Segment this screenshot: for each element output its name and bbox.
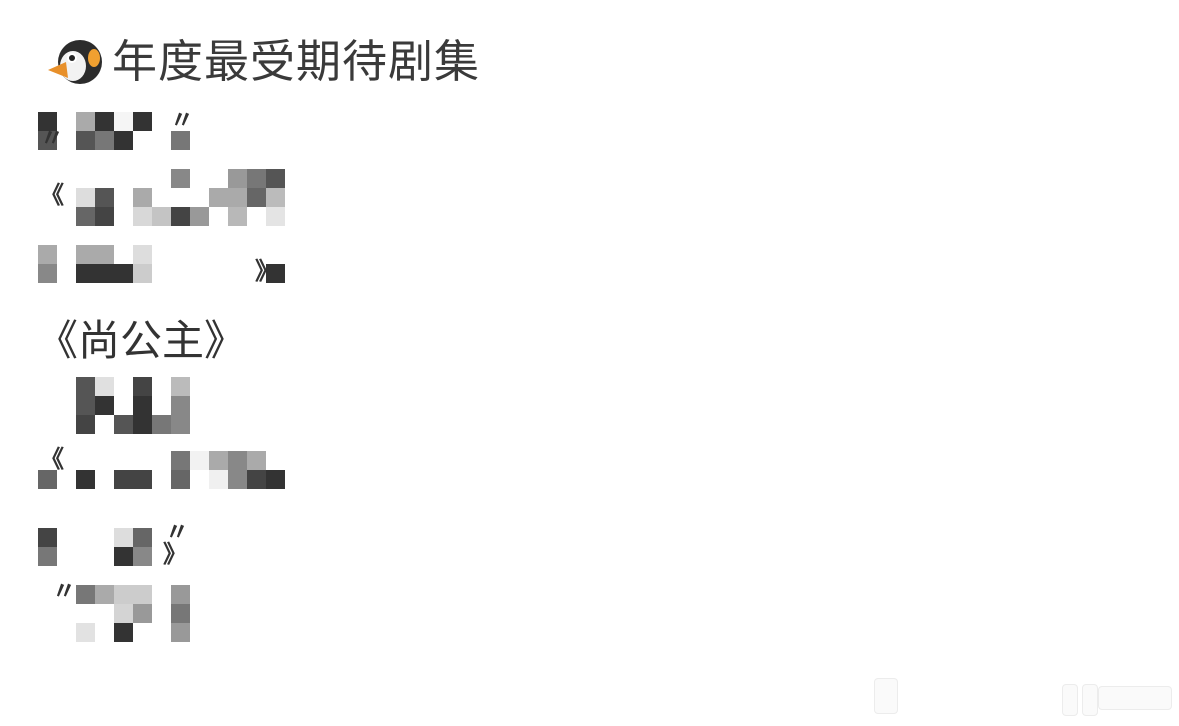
note-title: 年度最受期待剧集	[46, 34, 480, 90]
mosaic-tile	[171, 585, 190, 604]
mosaic-tile	[247, 470, 266, 489]
list-item-visible: 《尚公主》	[36, 316, 247, 365]
mosaic-tile	[76, 245, 95, 264]
mosaic-tile	[266, 169, 285, 188]
mosaic-tile	[266, 470, 285, 489]
mosaic-tile	[76, 396, 95, 415]
mosaic-tile	[114, 415, 133, 434]
mosaic-tile	[133, 585, 152, 604]
mosaic-tile	[152, 207, 171, 226]
mosaic-tile	[76, 112, 95, 131]
mosaic-tile	[171, 451, 190, 470]
title-text: 年度最受期待剧集	[112, 35, 481, 88]
mosaic-tile	[114, 131, 133, 150]
mosaic-tile	[247, 451, 266, 470]
mosaic-tile	[209, 451, 228, 470]
mosaic-tile	[133, 604, 152, 623]
mosaic-tile	[95, 112, 114, 131]
mosaic-tile	[133, 415, 152, 434]
mosaic-tile	[38, 528, 57, 547]
mosaic-tile	[38, 245, 57, 264]
mosaic-tile	[171, 377, 190, 396]
mosaic-tile	[171, 604, 190, 623]
mosaic-tile	[76, 207, 95, 226]
mosaic-tile	[228, 470, 247, 489]
mosaic-tile	[209, 188, 228, 207]
mosaic-tile	[38, 264, 57, 283]
mosaic-tile	[76, 623, 95, 642]
quote-mark: 〃	[170, 106, 194, 134]
mosaic-tile	[95, 264, 114, 283]
mosaic-tile	[133, 547, 152, 566]
mosaic-tile	[247, 169, 266, 188]
mosaic-tile	[266, 207, 285, 226]
mosaic-tile	[228, 169, 247, 188]
mosaic-tile	[95, 245, 114, 264]
quote-mark: 》	[163, 540, 187, 568]
mosaic-tile	[38, 112, 57, 131]
mosaic-tile	[76, 131, 95, 150]
mosaic-tile	[190, 451, 209, 470]
mosaic-tile	[190, 207, 209, 226]
penguin-icon	[46, 36, 104, 88]
mosaic-tile	[171, 169, 190, 188]
mosaic-tile	[133, 264, 152, 283]
mosaic-tile	[228, 207, 247, 226]
mosaic-tile	[95, 396, 114, 415]
quote-mark: 《	[40, 181, 64, 209]
mosaic-tile	[95, 585, 114, 604]
mosaic-tile	[133, 377, 152, 396]
mosaic-tile	[76, 377, 95, 396]
mosaic-tile	[95, 188, 114, 207]
mosaic-tile	[133, 470, 152, 489]
mosaic-tile	[114, 585, 133, 604]
mosaic-tile	[171, 623, 190, 642]
mosaic-tile	[76, 470, 95, 489]
mosaic-tile	[247, 188, 266, 207]
mosaic-tile	[76, 585, 95, 604]
mosaic-tile	[114, 528, 133, 547]
mosaic-tile	[209, 470, 228, 489]
mosaic-tile	[266, 188, 285, 207]
mosaic-tile	[171, 396, 190, 415]
mosaic-tile	[114, 470, 133, 489]
mosaic-tile	[95, 131, 114, 150]
mosaic-tile	[76, 188, 95, 207]
mosaic-tile	[114, 264, 133, 283]
mosaic-tile	[266, 264, 285, 283]
mosaic-tile	[133, 528, 152, 547]
mosaic-tile	[133, 112, 152, 131]
mosaic-tile	[114, 112, 133, 131]
mosaic-tile	[171, 207, 190, 226]
scroll-indicator	[872, 676, 1172, 716]
mosaic-tile	[76, 415, 95, 434]
mosaic-tile	[114, 604, 133, 623]
quote-mark: 〃	[40, 124, 64, 152]
mosaic-tile	[133, 245, 152, 264]
mosaic-tile	[38, 547, 57, 566]
mosaic-tile	[171, 131, 190, 150]
mosaic-tile	[171, 470, 190, 489]
mosaic-tile	[171, 415, 190, 434]
mosaic-tile	[133, 207, 152, 226]
mosaic-tile	[228, 451, 247, 470]
mosaic-tile	[152, 415, 171, 434]
mosaic-tile	[95, 377, 114, 396]
mosaic-tile	[133, 396, 152, 415]
mosaic-tile	[114, 547, 133, 566]
mosaic-tile	[38, 470, 57, 489]
quote-mark: 〃	[52, 577, 76, 605]
quote-mark: 》	[255, 257, 279, 285]
mosaic-tile	[76, 264, 95, 283]
mosaic-tile	[38, 131, 57, 150]
mosaic-tile	[95, 207, 114, 226]
mosaic-tile	[228, 188, 247, 207]
mosaic-tile	[114, 623, 133, 642]
quote-mark: 《	[40, 445, 64, 473]
quote-mark: 〃	[165, 518, 189, 546]
mosaic-tile	[133, 188, 152, 207]
